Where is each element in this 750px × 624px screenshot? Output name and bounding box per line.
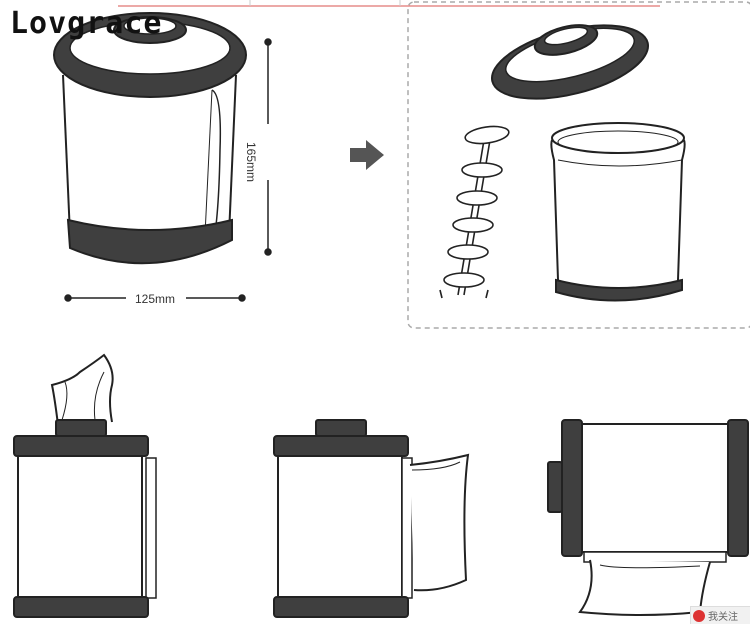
corner-badge[interactable]: 我关注 [690, 606, 750, 624]
lid-part [490, 24, 650, 100]
width-label: 125mm [133, 292, 178, 306]
corner-badge-text: 我关注 [708, 612, 738, 623]
width-dimension-line [64, 294, 246, 302]
right-arrow-icon [350, 140, 384, 170]
height-label: 165mm [244, 140, 258, 185]
holder-wall-mounted [547, 419, 749, 616]
brand-logo: Lovgrace [10, 6, 163, 41]
spindle-part [439, 125, 510, 299]
red-circle-icon [693, 609, 705, 622]
canister-assembled [53, 12, 247, 265]
exploded-view-box [407, 1, 750, 329]
cup-part [550, 122, 686, 302]
holder-top-dispense [13, 353, 157, 618]
height-dimension-line [264, 38, 272, 256]
holder-side-dispense [273, 419, 470, 618]
